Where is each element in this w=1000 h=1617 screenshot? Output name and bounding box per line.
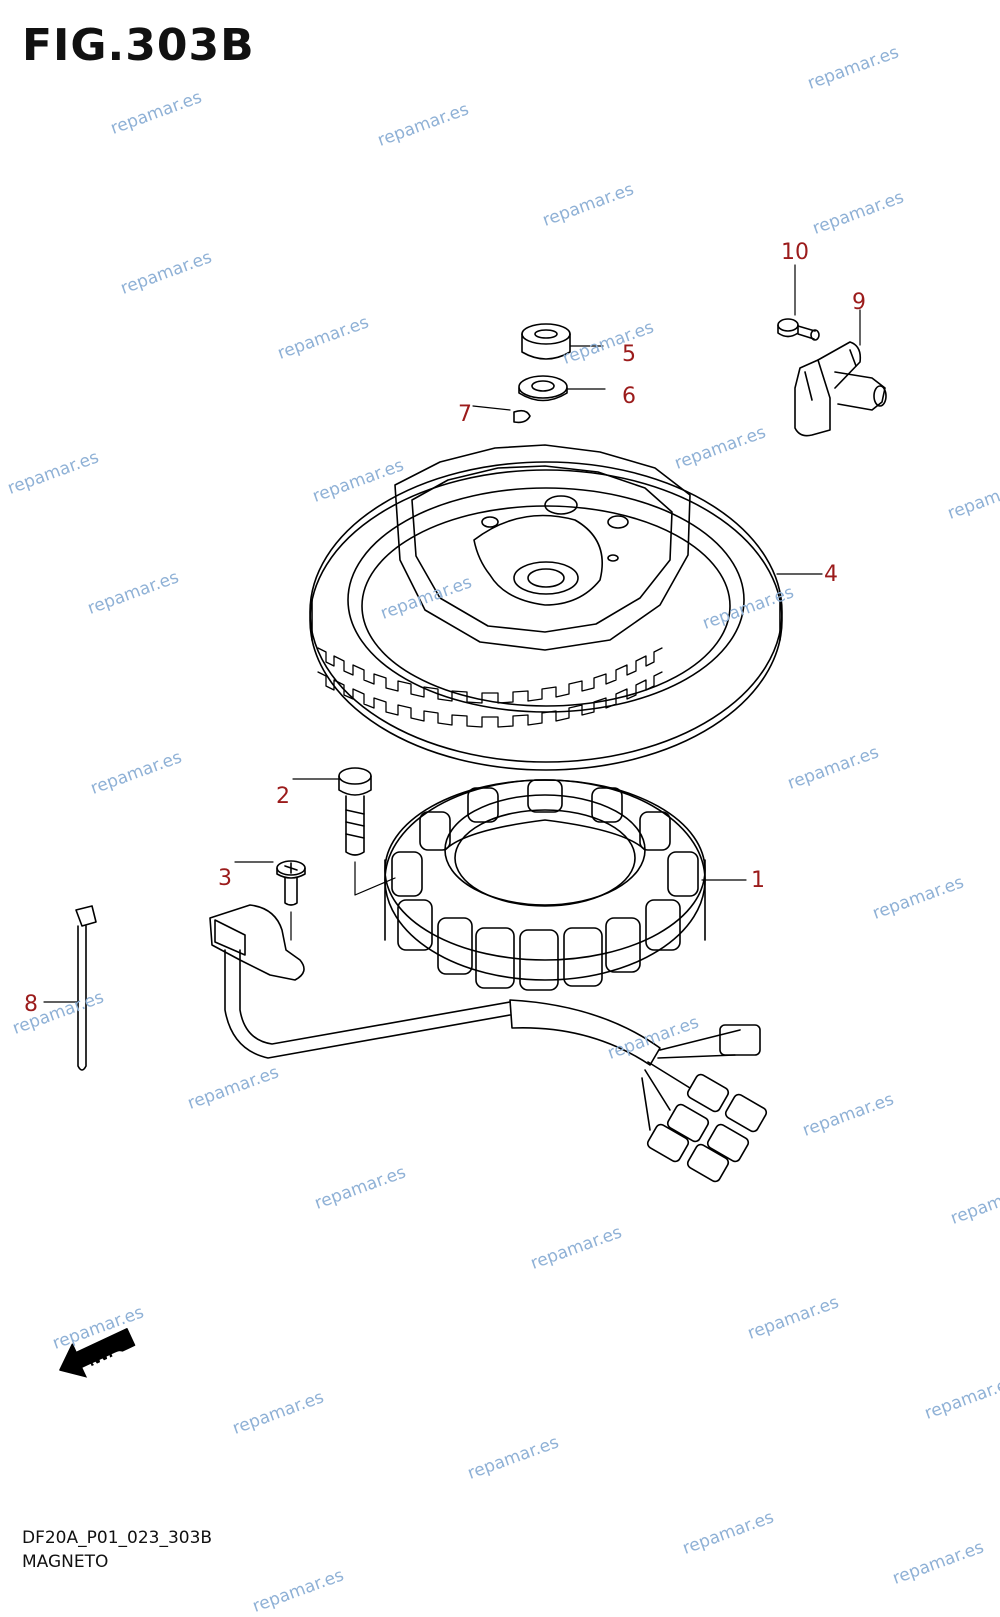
part-4-flywheel	[309, 444, 783, 771]
flywheel-teeth	[317, 647, 663, 728]
callout-8: 8	[24, 992, 38, 1017]
part-8-cable-tie	[75, 905, 97, 1071]
part-2-bolt	[338, 767, 396, 896]
figure-name: MAGNETO	[22, 1552, 109, 1572]
leader-lines	[43, 264, 861, 1003]
figure-code: DF20A_P01_023_303B	[22, 1528, 213, 1548]
callout-7: 7	[458, 402, 472, 427]
callout-3: 3	[218, 866, 232, 891]
callout-4: 4	[824, 562, 838, 587]
wire-harness	[209, 904, 768, 1183]
callout-6: 6	[622, 384, 636, 409]
callout-9: 9	[852, 290, 866, 315]
stator-coils	[391, 779, 699, 991]
part-9-sensor	[794, 341, 887, 437]
callout-2: 2	[276, 784, 290, 809]
callout-1: 1	[751, 868, 765, 893]
callout-5: 5	[622, 342, 636, 367]
part-7-key	[513, 409, 531, 424]
part-10-bolt	[777, 318, 820, 341]
part-6-washer	[518, 375, 568, 402]
part-5-nut	[521, 323, 571, 360]
callout-10: 10	[781, 240, 809, 265]
part-3-screw	[276, 860, 306, 941]
figure-title: FIG.303B	[22, 20, 255, 71]
fwd-arrow-icon	[59, 1328, 136, 1378]
part-1-stator	[384, 779, 706, 991]
